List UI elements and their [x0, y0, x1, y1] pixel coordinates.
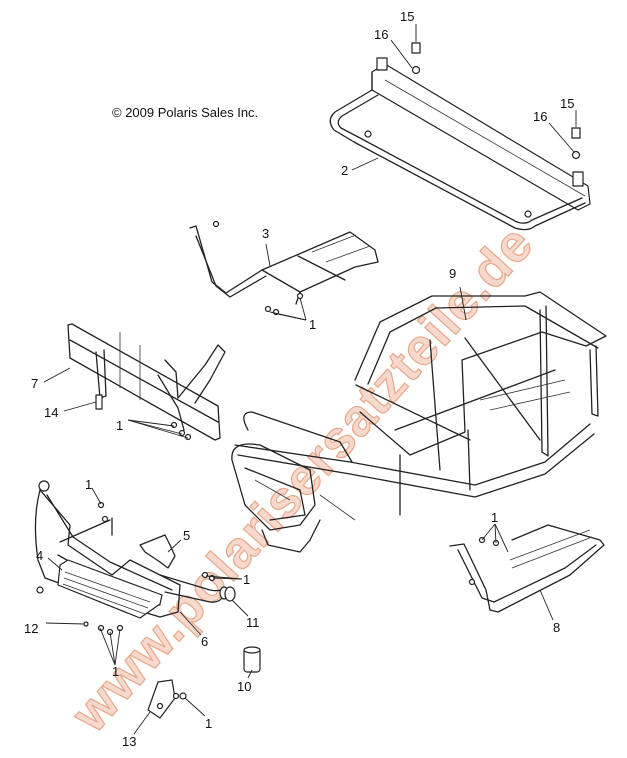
- callout-11: 11: [246, 615, 260, 630]
- callout-14: 14: [44, 405, 58, 420]
- leader-lines: [43, 24, 577, 735]
- callout-1: 1: [205, 716, 212, 731]
- callout-10: 10: [237, 679, 251, 694]
- part-2-rear-frame: [329, 57, 591, 231]
- callout-9: 9: [449, 266, 456, 281]
- callout-8: 8: [553, 620, 560, 635]
- callout-2: 2: [341, 163, 348, 178]
- callout-1: 1: [85, 477, 92, 492]
- callout-1: 1: [116, 418, 123, 433]
- part-8-side-frame: [449, 524, 605, 613]
- callout-6: 6: [201, 634, 208, 649]
- part-3-bracket: [189, 220, 379, 316]
- callout-1: 1: [491, 510, 498, 525]
- part-5-bracket: [139, 534, 176, 569]
- part-11-plug: [224, 586, 236, 602]
- part-7-front-frame: [67, 323, 226, 441]
- part-4-grille: [57, 559, 163, 619]
- callout-4: 4: [36, 548, 43, 563]
- callout-7: 7: [31, 376, 38, 391]
- callout-1: 1: [243, 572, 250, 587]
- part-13-bracket: [147, 679, 187, 719]
- callout-1: 1: [112, 664, 119, 679]
- callout-16: 16: [374, 27, 388, 42]
- copyright-text: © 2009 Polaris Sales Inc.: [112, 105, 258, 120]
- callout-16: 16: [533, 109, 547, 124]
- callout-1: 1: [309, 317, 316, 332]
- part-15-bolt-a: [411, 42, 421, 75]
- callout-15: 15: [400, 9, 414, 24]
- callout-15: 15: [560, 96, 574, 111]
- callout-12: 12: [24, 621, 38, 636]
- watermark: www.polarisersatzteile.de: [60, 215, 545, 744]
- callouts: 15 16 2 15 16 3 1 9 7 14 1 1 5 4 1 12 6 …: [24, 9, 574, 749]
- callout-13: 13: [122, 734, 136, 749]
- part-10-bushing: [243, 646, 261, 673]
- part-15-bolt-b: [571, 127, 581, 160]
- callout-5: 5: [183, 528, 190, 543]
- part-9-main-frame: [234, 291, 607, 516]
- front-cage: [231, 443, 356, 553]
- callout-3: 3: [262, 226, 269, 241]
